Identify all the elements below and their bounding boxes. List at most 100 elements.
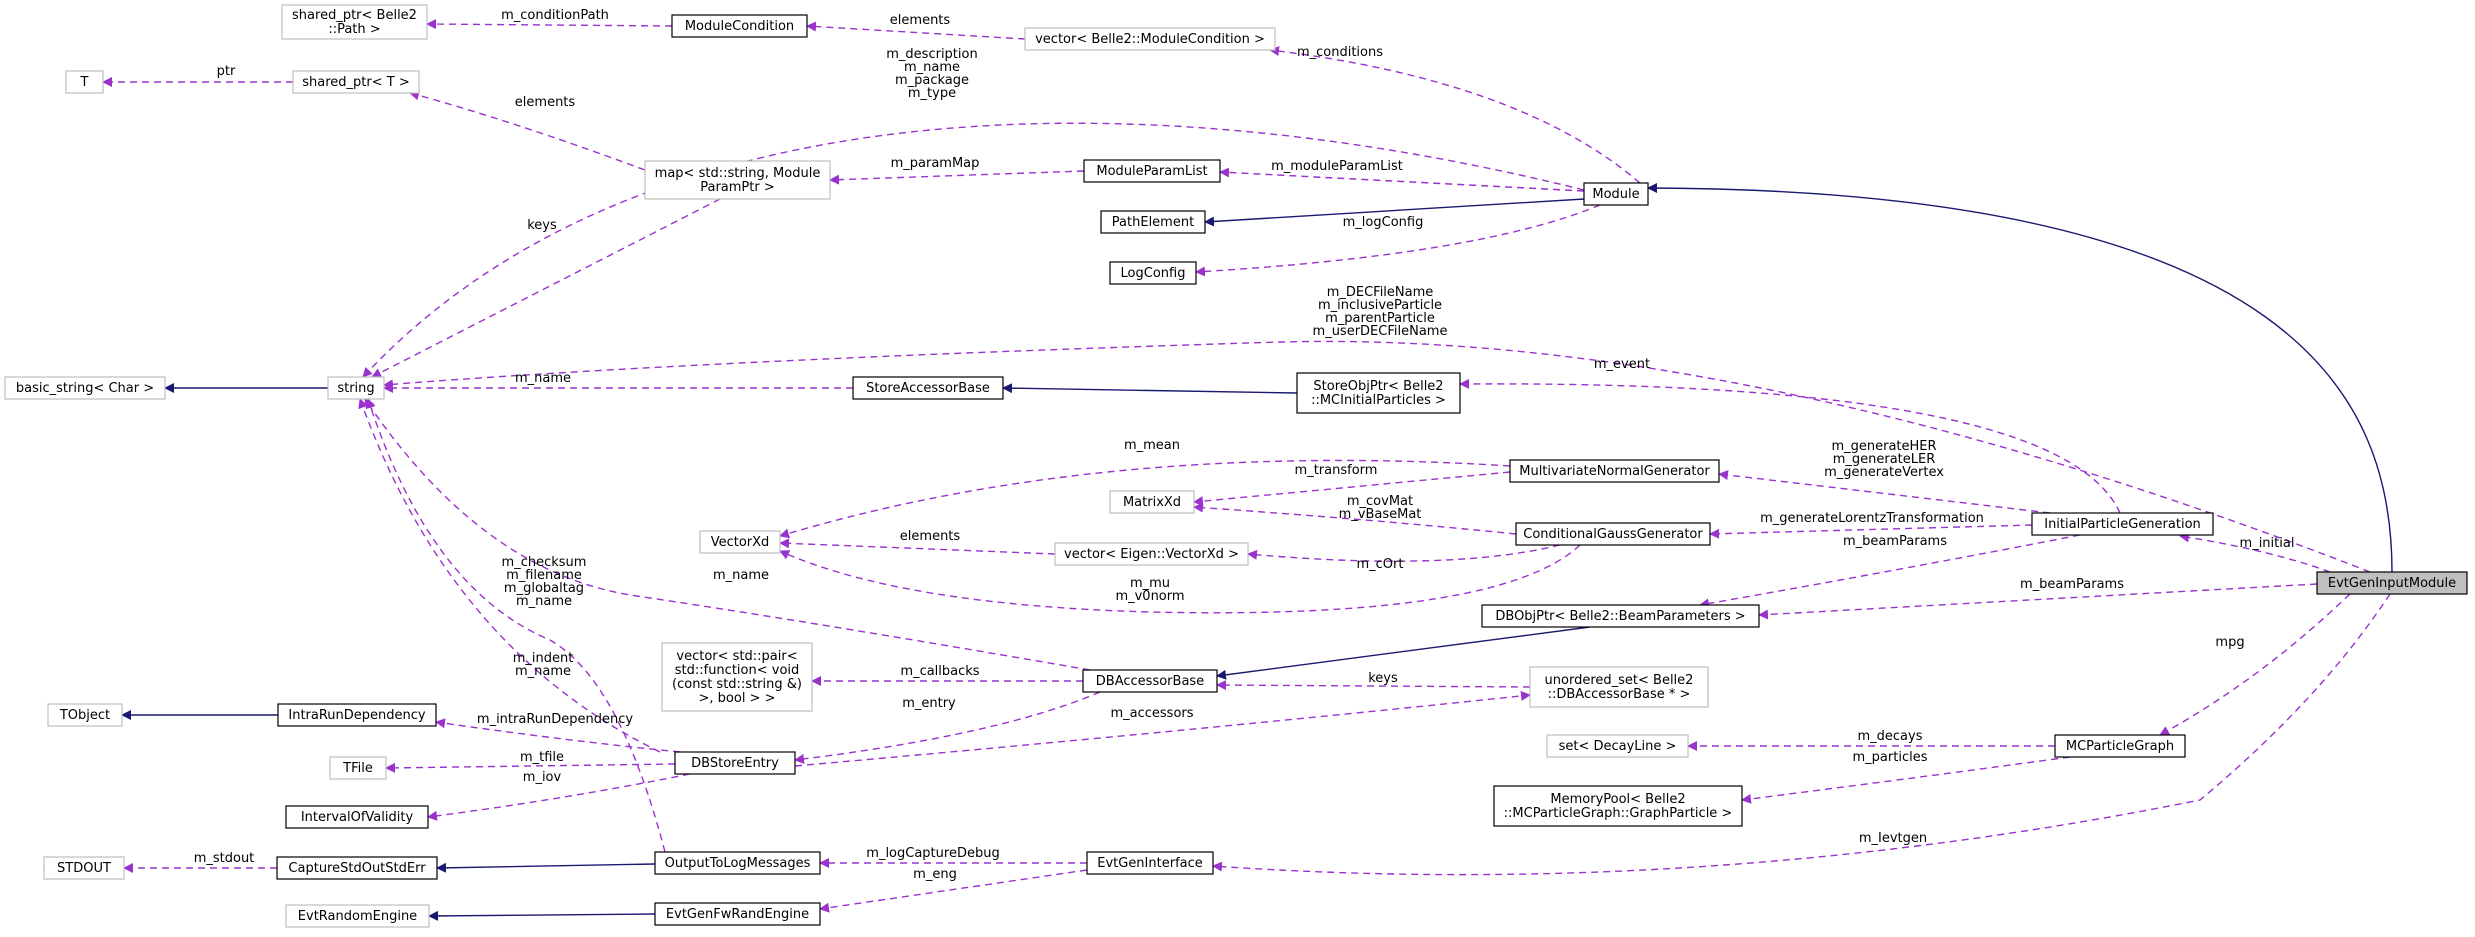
class-node-store-accessor-base[interactable]: StoreAccessorBase	[852, 376, 1004, 400]
class-node-stdout[interactable]: STDOUT	[43, 856, 125, 880]
class-node-box	[285, 904, 430, 928]
class-node-interval-of-validity[interactable]: IntervalOfValidity	[285, 805, 429, 829]
class-node-module-param-list[interactable]: ModuleParamList	[1083, 159, 1221, 183]
class-node-output-to-log-messages[interactable]: OutputToLogMessages	[654, 851, 821, 875]
edge-label: keys	[1368, 671, 1398, 686]
member-arrow	[1193, 471, 1511, 507]
class-node-t-object[interactable]: TObject	[47, 703, 123, 727]
class-node-evt-gen-fw-rand-engine[interactable]: EvtGenFwRandEngine	[654, 902, 821, 926]
class-node-shared-ptr-t[interactable]: shared_ptr< T >	[292, 70, 420, 94]
class-node-evt-gen-input-module[interactable]: EvtGenInputModule	[2316, 571, 2468, 595]
class-node-db-store-entry[interactable]: DBStoreEntry	[674, 751, 796, 775]
class-node-initial-particle-generation[interactable]: InitialParticleGeneration	[2031, 512, 2214, 536]
class-node-conditional-gauss-generator[interactable]: ConditionalGaussGenerator	[1515, 522, 1711, 546]
class-node-intra-run-dependency[interactable]: IntraRunDependency	[277, 703, 437, 727]
class-node-set-decay-line[interactable]: set< DecayLine >	[1546, 734, 1689, 758]
class-node-label: TFile	[342, 761, 373, 776]
class-node-box	[1583, 182, 1649, 206]
class-node-module[interactable]: Module	[1583, 182, 1649, 206]
class-node-label: ::MCInitialParticles >	[1311, 393, 1446, 408]
class-node-log-config[interactable]: LogConfig	[1109, 261, 1197, 285]
member-edge-m-mean: m_mean	[779, 438, 1511, 539]
class-node-label: vector< Belle2::ModuleCondition >	[1035, 32, 1265, 47]
class-node-vector-module-condition[interactable]: vector< Belle2::ModuleCondition >	[1024, 27, 1276, 51]
member-edge-m-log-capture-debug: m_logCaptureDebug	[819, 846, 1087, 868]
member-edge-m-entry: m_entry	[794, 691, 1101, 764]
class-node-label: InitialParticleGeneration	[2044, 517, 2201, 532]
class-node-t-file[interactable]: TFile	[329, 756, 387, 780]
class-node-shared-ptr-path[interactable]: shared_ptr< Belle2::Path >	[281, 4, 428, 40]
member-edge-m-transform: m_transform	[1193, 463, 1511, 507]
class-node-label: PathElement	[1112, 215, 1194, 230]
class-node-box	[2054, 734, 2186, 758]
edge-label: m_filename	[506, 568, 582, 583]
class-node-store-obj-ptr[interactable]: StoreObjPtr< Belle2::MCInitialParticles …	[1296, 372, 1461, 414]
class-node-string[interactable]: string	[327, 376, 385, 400]
class-node-db-accessor-base[interactable]: DBAccessorBase	[1082, 669, 1218, 693]
class-node-label: >, bool > >	[699, 691, 776, 706]
class-node-label: TObject	[59, 708, 110, 723]
member-edge-m-name-store: m_name	[383, 371, 853, 393]
path-element-inherit-edge	[1204, 198, 1585, 227]
edge-label: m_logConfig	[1343, 215, 1424, 230]
class-node-vector-pair-function[interactable]: vector< std::pair<std::function< void(co…	[661, 642, 813, 712]
edge-label: m_particles	[1853, 750, 1928, 765]
member-arrow	[358, 398, 661, 753]
member-arrow	[779, 459, 1511, 539]
class-node-multivariate-normal-generator[interactable]: MultivariateNormalGenerator	[1509, 459, 1720, 483]
class-node-box	[1082, 669, 1218, 693]
class-node-box	[644, 160, 831, 200]
member-edge-m-tfile: m_tfile	[385, 750, 676, 773]
class-node-basic-string[interactable]: basic_string< Char >	[4, 376, 166, 400]
class-node-unordered-set-db-accessor-base[interactable]: unordered_set< Belle2::DBAccessorBase * …	[1529, 666, 1709, 708]
member-arrow	[427, 773, 691, 821]
class-node-module-condition[interactable]: ModuleCondition	[671, 14, 808, 38]
member-arrow	[1741, 756, 2071, 804]
class-node-vector-xd[interactable]: VectorXd	[699, 530, 781, 554]
class-node-vector-eigen-vector-xd[interactable]: vector< Eigen::VectorXd >	[1054, 542, 1249, 566]
edge-label: m_vBaseMat	[1339, 507, 1422, 522]
member-edge-m-ievtgen: m_Ievtgen	[1212, 593, 2391, 876]
class-node-box	[674, 751, 796, 775]
member-arrow	[794, 691, 1101, 764]
class-node-label: EvtGenInterface	[1097, 856, 1203, 871]
class-node-label: DBAccessorBase	[1096, 674, 1204, 689]
class-node-box	[1054, 542, 1249, 566]
edge-label: m_callbacks	[900, 664, 979, 679]
class-node-t[interactable]: T	[65, 70, 104, 94]
edge-label: m_stdout	[194, 851, 255, 866]
class-node-evt-gen-interface[interactable]: EvtGenInterface	[1086, 851, 1214, 875]
class-node-memory-pool[interactable]: MemoryPool< Belle2::MCParticleGraph::Gra…	[1493, 785, 1743, 827]
class-node-mc-particle-graph[interactable]: MCParticleGraph	[2054, 734, 2186, 758]
class-node-evt-random-engine[interactable]: EvtRandomEngine	[285, 904, 430, 928]
member-edge-m-mu: m_mum_v0norm	[779, 544, 1581, 614]
class-node-capture-std-out-std-err[interactable]: CaptureStdOutStdErr	[276, 856, 438, 880]
member-edge-m-particles: m_particles	[1741, 750, 2071, 804]
member-edge-elements-vector: elements	[779, 529, 1056, 555]
class-node-label: IntervalOfValidity	[301, 810, 414, 825]
member-arrow	[794, 690, 1531, 767]
member-arrow	[371, 198, 721, 378]
member-edge-m-c-ort: m_cOrt	[1247, 544, 1561, 572]
class-node-box	[1083, 159, 1221, 183]
edge-label: m_decays	[1858, 729, 1923, 744]
class-node-path-element[interactable]: PathElement	[1100, 210, 1206, 234]
edge-label: m_userDECFileName	[1313, 324, 1448, 339]
class-node-label: ::Path >	[328, 22, 380, 37]
edge-label: m_name	[515, 664, 571, 679]
member-arrow	[819, 869, 1088, 913]
member-edge-m-param-map: m_paramMap	[829, 156, 1085, 185]
edge-label: ptr	[217, 64, 236, 79]
class-node-db-obj-ptr-beam-parameters[interactable]: DBObjPtr< Belle2::BeamParameters >	[1481, 604, 1760, 628]
edge-label: m_iov	[523, 770, 562, 785]
class-node-matrix-xd[interactable]: MatrixXd	[1109, 490, 1195, 514]
edge-label: m_name	[515, 371, 571, 386]
member-arrow	[1216, 680, 1531, 691]
inheritance-arrow	[436, 862, 656, 873]
class-node-label: vector< std::pair<	[676, 649, 797, 664]
edge-label: m_moduleParamList	[1271, 159, 1403, 174]
